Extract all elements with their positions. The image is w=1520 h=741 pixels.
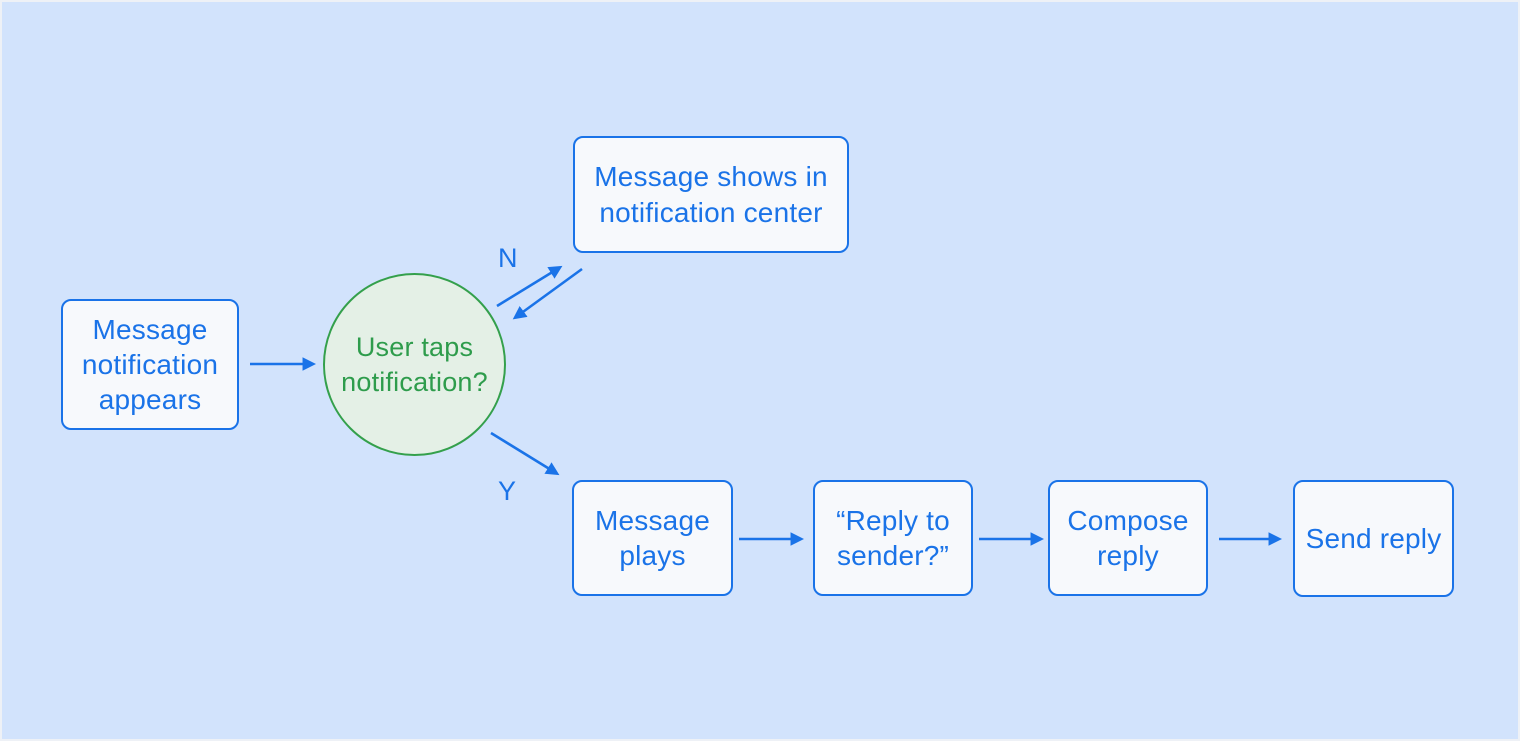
start-node: Message notification appears xyxy=(61,299,239,430)
send-reply-node-label: Send reply xyxy=(1305,522,1442,554)
decision-node: User taps notification? xyxy=(323,273,506,456)
compose-reply-node: Compose reply xyxy=(1048,480,1208,596)
message-plays-node: Message plays xyxy=(572,480,733,596)
arrow-decision-to-plays xyxy=(490,431,560,476)
reply-to-sender-node: “Reply to sender?” xyxy=(813,480,973,596)
notification-center-node-label: Message shows in notification center xyxy=(594,161,828,228)
decision-node-label: User taps notification? xyxy=(341,332,488,397)
notification-center-node: Message shows in notification center xyxy=(573,136,849,253)
reply-to-sender-node-label: “Reply to sender?” xyxy=(836,504,950,571)
start-node-label: Message notification appears xyxy=(81,313,219,416)
message-plays-node-label: Message plays xyxy=(594,504,710,571)
branch-label-yes: Y xyxy=(498,476,517,506)
arrow-notif-center-to-decision xyxy=(512,267,583,320)
compose-reply-node-label: Compose reply xyxy=(1067,504,1189,571)
branch-label-no: N xyxy=(498,243,518,273)
arrow-decision-to-notif-center xyxy=(496,265,563,308)
send-reply-node: Send reply xyxy=(1293,480,1454,597)
